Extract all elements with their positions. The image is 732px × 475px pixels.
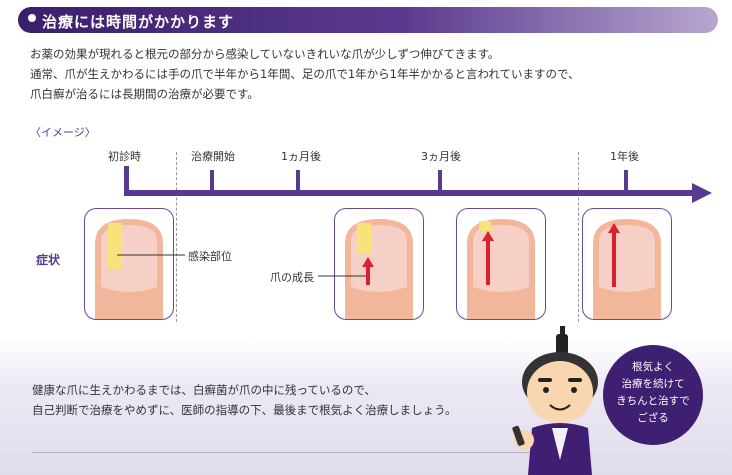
bubble-line: ござる [637, 412, 669, 424]
bottom-line: 自己判断で治療をやめずに、医師の指導の下、最後まで根気よく治療しましょう。 [32, 403, 457, 417]
nail-card-1-month [334, 208, 424, 320]
nail-card-3-months [456, 208, 546, 320]
symptom-label: 症状 [36, 253, 61, 267]
timeline-label-3-months: 3ヵ月後 [421, 150, 461, 163]
timeline-label-1-month: 1ヵ月後 [281, 150, 321, 163]
image-label: 〈イメージ〉 [30, 126, 96, 139]
bullet-icon [28, 14, 36, 22]
nail-illustration [345, 219, 413, 319]
bubble-line: 根気よく [632, 361, 674, 373]
intro-line: 爪白癬が治るには長期間の治療が必要です。 [30, 87, 259, 101]
nail-illustration [467, 219, 535, 319]
timeline-label-1-year: 1年後 [610, 150, 639, 163]
section-header-bar [18, 7, 718, 33]
bottom-message: 健康な爪に生えかわるまでは、白癬菌が爪の中に残っているので、 自己判断で治療をや… [32, 380, 456, 420]
bubble-line: きちんと治すで [616, 395, 690, 407]
timeline-label-first-visit: 初診時 [108, 150, 141, 163]
bottom-divider [32, 452, 572, 453]
annotation-infected-area: 感染部位 [188, 250, 232, 263]
intro-line: お薬の効果が現れると根元の部分から感染していないきれいな爪が少しずつ伸びてきます… [30, 47, 500, 61]
intro-paragraph: お薬の効果が現れると根元の部分から感染していないきれいな爪が少しずつ伸びてきます… [30, 44, 650, 104]
nail-card-1-year [582, 208, 672, 320]
nail-illustration [593, 219, 661, 319]
bottom-line: 健康な爪に生えかわるまでは、白癬菌が爪の中に残っているので、 [32, 383, 376, 397]
annotation-nail-growth: 爪の成長 [270, 271, 314, 284]
intro-line: 通常、爪が生えかわるには手の爪で半年から1年間、足の爪で1年から1年半かかると言… [30, 67, 580, 81]
bubble-line: 治療を続けて [621, 378, 685, 390]
timeline-separator [176, 152, 177, 322]
nail-card-first-visit [84, 208, 174, 320]
section-title: 治療には時間がかかります [42, 13, 235, 31]
timeline-separator [578, 152, 579, 322]
speech-bubble: 根気よく 治療を続けて きちんと治すで ござる [603, 345, 703, 445]
timeline-label-treatment-start: 治療開始 [191, 150, 235, 163]
nail-illustration [95, 219, 163, 319]
